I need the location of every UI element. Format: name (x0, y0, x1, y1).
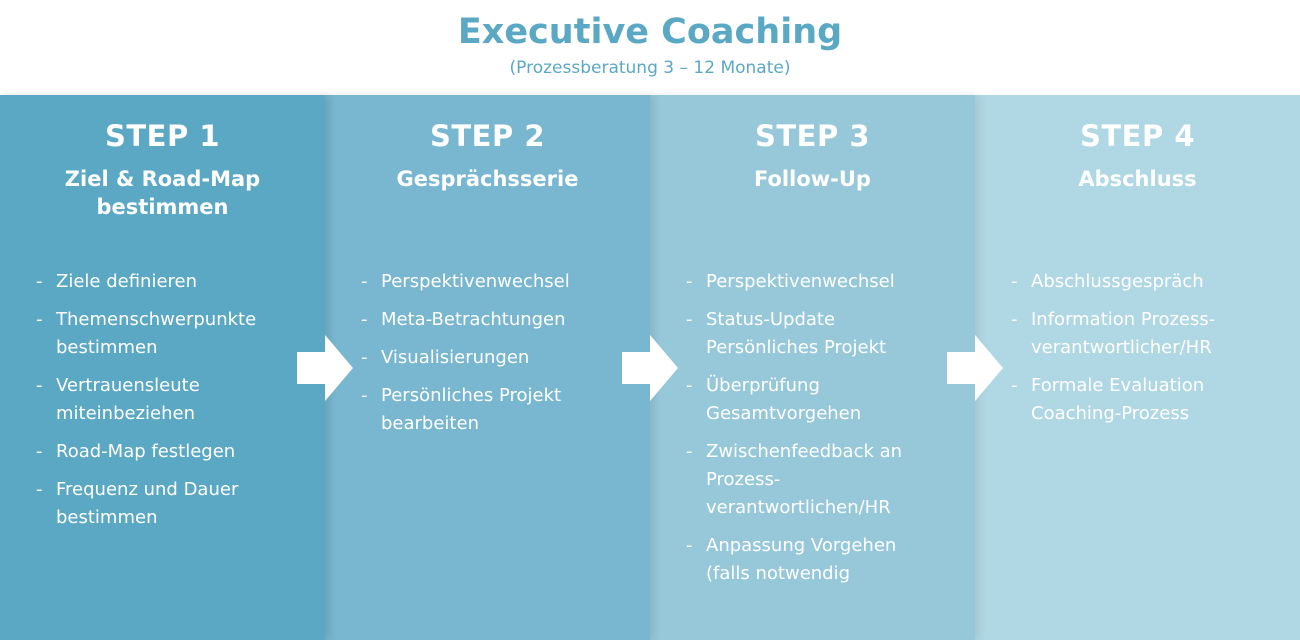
list-item: Anpassung Vorgehen (falls notwendig (686, 532, 921, 588)
step-item-list: Perspektivenwechsel Status-Update Persön… (686, 268, 959, 598)
step-subtitle: Abschluss (1078, 167, 1197, 191)
step-title: STEP 1 (104, 119, 220, 153)
header: Executive Coaching (Prozessberatung 3 – … (0, 0, 1300, 95)
list-item: Status-Update Persönliches Projekt (686, 306, 906, 362)
step-title: STEP 2 (429, 119, 545, 153)
page-subtitle: (Prozessberatung 3 – 12 Monate) (509, 58, 791, 78)
list-item: Vertrauensleute miteinbeziehen (36, 372, 309, 428)
step-item-list: Ziele definieren Themenschwerpunkte best… (36, 268, 309, 542)
step-3-column: STEP 3 Follow-Up Perspektivenwechsel Sta… (650, 95, 975, 640)
arrow-right-icon (947, 335, 1003, 401)
list-item: Abschlussgespräch (1011, 268, 1284, 296)
list-item: Ziele definieren (36, 268, 309, 296)
list-item: Formale Evaluation Coaching-Prozess (1011, 372, 1221, 428)
step-1-column: STEP 1 Ziel & Road-Map bestimmen Ziele d… (0, 95, 325, 640)
list-item: Visualisierungen (361, 344, 634, 372)
list-item: Meta-Betrachtungen (361, 306, 634, 334)
step-item-list: Abschlussgespräch Information Prozess-ve… (1011, 268, 1284, 438)
step-item-list: Perspektivenwechsel Meta-Betrachtungen V… (361, 268, 634, 448)
list-item: Perspektivenwechsel (361, 268, 634, 296)
list-item: Überprüfung Gesamtvorgehen (686, 372, 876, 428)
list-item: Information Prozess-verantwortlicher/HR (1011, 306, 1246, 362)
step-subtitle: Gesprächsserie (396, 167, 579, 191)
step-title: STEP 4 (1079, 119, 1195, 153)
list-item: Themenschwerpunkte bestimmen (36, 306, 309, 362)
arrow-right-icon (622, 335, 678, 401)
list-item: Road-Map festlegen (36, 438, 309, 466)
step-title: STEP 3 (754, 119, 870, 153)
step-2-column: STEP 2 Gesprächsserie Perspektivenwechse… (325, 95, 650, 640)
step-subtitle: Follow-Up (754, 167, 871, 191)
arrow-right-icon (297, 335, 353, 401)
page-title: Executive Coaching (457, 12, 843, 52)
steps-container: STEP 1 Ziel & Road-Map bestimmen Ziele d… (0, 95, 1300, 640)
list-item: Perspektivenwechsel (686, 268, 959, 296)
step-subtitle: Ziel & Road-Map bestimmen (64, 167, 261, 219)
step-4-column: STEP 4 Abschluss Abschlussgespräch Infor… (975, 95, 1300, 640)
list-item: Persönliches Projekt bearbeiten (361, 382, 581, 438)
list-item: Frequenz und Dauer bestimmen (36, 476, 309, 532)
list-item: Zwischenfeedback an Prozess-verantwortli… (686, 438, 906, 522)
